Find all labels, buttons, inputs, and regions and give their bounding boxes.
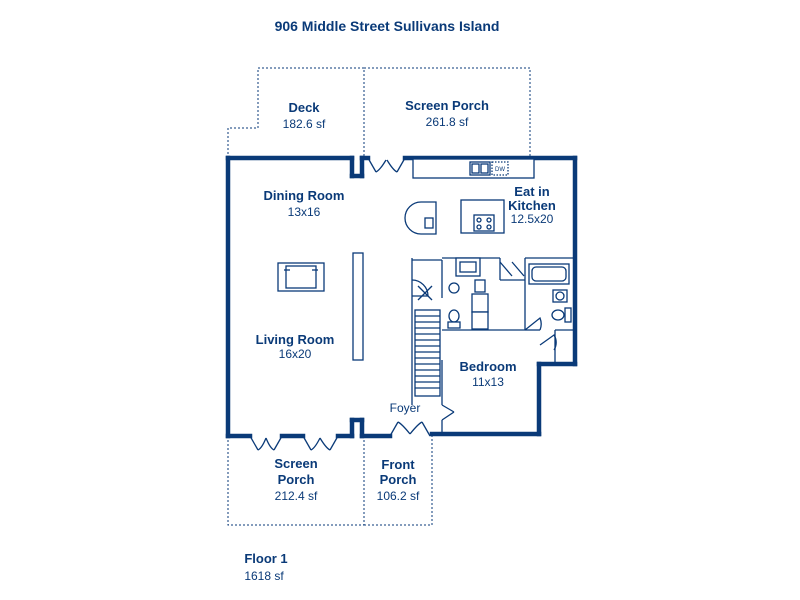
laundry-units (471, 279, 489, 330)
label-screen-porch-bottom: Screen Porch 212.4 sf (274, 456, 318, 503)
floor-name: Floor 1 (244, 551, 287, 566)
half-bath-toilet (447, 309, 461, 329)
bathtub (528, 263, 570, 285)
svg-text:Dining Room: Dining Room (264, 188, 345, 203)
door-bath-upper (499, 261, 525, 277)
interior-walls (411, 257, 573, 434)
vanity-sink-upper (455, 257, 481, 277)
bedroom-bath-toilet (551, 307, 572, 323)
bedroom-bath-sink (552, 289, 568, 303)
kitchen-sink (469, 161, 491, 176)
label-screen-porch-top: Screen Porch 261.8 sf (405, 98, 489, 129)
door-bedroom-bath (524, 316, 542, 331)
label-foyer: Foyer (390, 401, 421, 415)
label-living-room: Living Room 16x20 (256, 332, 335, 361)
svg-text:Screen: Screen (274, 456, 317, 471)
door-foyer-closet (441, 404, 455, 421)
svg-text:Screen Porch: Screen Porch (405, 98, 489, 113)
room-divider (352, 252, 364, 361)
svg-text:106.2 sf: 106.2 sf (377, 489, 420, 503)
svg-text:182.6 sf: 182.6 sf (283, 117, 326, 131)
dishwasher-label: DW (495, 167, 505, 173)
door-deck (367, 157, 406, 173)
fireplace (277, 262, 325, 292)
deck-area (227, 67, 365, 158)
svg-text:13x16: 13x16 (288, 205, 321, 219)
svg-text:Kitchen: Kitchen (508, 198, 556, 213)
door-screen-porch-right (302, 435, 339, 451)
dishwasher: DW (491, 161, 509, 176)
plan-title: 906 Middle Street Sullivans Island (275, 18, 500, 34)
screen-porch-top-area (364, 67, 531, 158)
label-eat-in-kitchen: Eat in Kitchen 12.5x20 (508, 184, 556, 226)
door-front (389, 421, 431, 437)
kitchen-island (460, 199, 505, 234)
staircase (414, 309, 441, 397)
label-bedroom: Bedroom 11x13 (459, 359, 516, 389)
exterior-walls (225, 155, 578, 439)
svg-text:261.8 sf: 261.8 sf (426, 115, 469, 129)
half-bath-sink (448, 282, 460, 294)
floor-area: 1618 sf (244, 569, 284, 583)
label-front-porch: Front Porch 106.2 sf (377, 457, 420, 503)
breakfast-peninsula (404, 201, 437, 235)
door-bedroom-closet (539, 334, 557, 351)
svg-text:212.4 sf: 212.4 sf (275, 489, 318, 503)
svg-text:12.5x20: 12.5x20 (511, 212, 554, 226)
door-closet-stair (417, 285, 433, 301)
floor-summary: Floor 1 1618 sf (244, 551, 287, 583)
svg-text:11x13: 11x13 (472, 375, 504, 389)
svg-text:Living Room: Living Room (256, 332, 335, 347)
front-porch-area (364, 436, 433, 526)
svg-text:16x20: 16x20 (279, 347, 312, 361)
svg-text:Porch: Porch (380, 472, 417, 487)
svg-text:Foyer: Foyer (390, 401, 421, 415)
svg-text:Eat in: Eat in (514, 184, 549, 199)
label-dining-room: Dining Room 13x16 (264, 188, 345, 219)
svg-text:Deck: Deck (288, 100, 320, 115)
label-deck: Deck 182.6 sf (283, 100, 326, 131)
screen-porch-bottom-area (227, 436, 365, 526)
svg-text:Bedroom: Bedroom (459, 359, 516, 374)
svg-text:Porch: Porch (278, 472, 315, 487)
door-screen-porch-left (249, 435, 283, 451)
svg-text:Front: Front (381, 457, 415, 472)
